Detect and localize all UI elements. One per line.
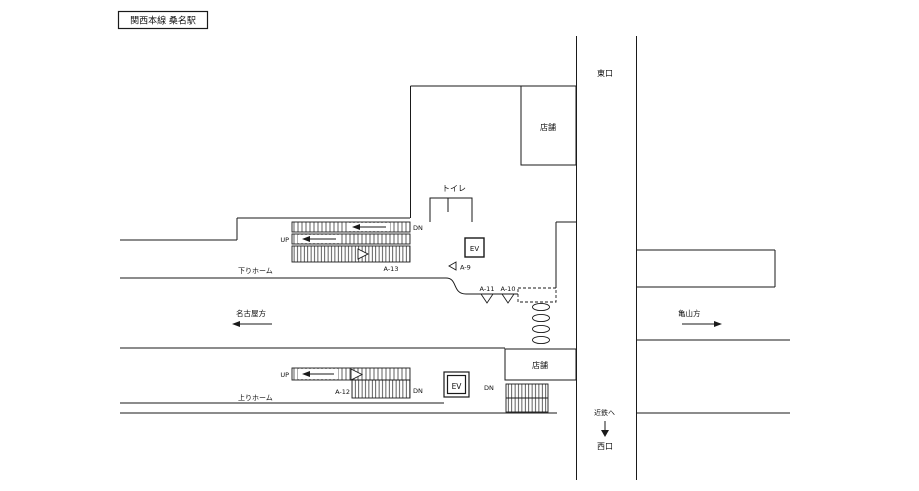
ticket-gate-icon bbox=[532, 302, 550, 312]
elevator-upper-label: EV bbox=[470, 245, 479, 253]
ad-label-a11: A-11 bbox=[480, 285, 495, 293]
ad-marker-a9-icon bbox=[448, 261, 457, 271]
escalator-lower-arrowhead-icon bbox=[302, 371, 310, 377]
stairs-lower-strip bbox=[351, 379, 411, 399]
ad-label-a9: A-9 bbox=[460, 264, 471, 272]
title-box bbox=[117, 10, 209, 30]
ticket-gate-icon bbox=[532, 324, 550, 334]
escalator-down-arrowhead-icon bbox=[352, 224, 360, 230]
ad-label-a13: A-13 bbox=[384, 265, 399, 273]
escalator-up-label: UP bbox=[280, 236, 289, 244]
shop-upper-label: 店舗 bbox=[540, 122, 556, 132]
to-kintetsu-label: 近鉄へ bbox=[594, 408, 615, 417]
title-block: 関西本線 桑名駅 bbox=[117, 10, 209, 30]
nagoya-direction-label: 名古屋方 bbox=[236, 308, 266, 318]
ad-marker-a12-icon bbox=[350, 368, 364, 381]
down-arrow-head-icon bbox=[601, 430, 609, 437]
ad-label-a12: A-12 bbox=[335, 388, 350, 396]
stairs-direction-marker-icon bbox=[357, 248, 370, 260]
escalator-dn-label: DN bbox=[413, 224, 423, 232]
toilet-label: トイレ bbox=[442, 184, 466, 193]
escalator-up-strip bbox=[291, 233, 411, 245]
concourse-boundary-line bbox=[120, 277, 518, 295]
ad-label-a10: A-10 bbox=[501, 285, 516, 293]
kameyama-arrowhead-icon bbox=[714, 321, 722, 327]
toilet-outline bbox=[429, 197, 473, 222]
track-directions: 名古屋方 亀山方 bbox=[232, 308, 722, 327]
ad-marker-a10-icon bbox=[501, 293, 515, 304]
ticket-gate-icon bbox=[532, 313, 550, 323]
station-title: 関西本線 桑名駅 bbox=[130, 15, 196, 27]
elevator-lower-box-outer bbox=[443, 371, 470, 398]
east-exit-label: 東口 bbox=[597, 68, 613, 78]
elevator-lower-box-inner bbox=[446, 374, 467, 395]
shop-lower-label: 店舗 bbox=[532, 360, 548, 370]
ticket-gate-icon bbox=[532, 335, 550, 345]
kameyama-direction-label: 亀山方 bbox=[678, 308, 701, 318]
shop-upper-box bbox=[520, 85, 577, 166]
up-platform: 上りホーム UP A-12 DN bbox=[120, 347, 557, 414]
stairs-upper-strip bbox=[291, 245, 411, 263]
escalator-lower-up-label: UP bbox=[280, 371, 289, 379]
upper-concourse: 店舗 トイレ EV A-9 A-11 A-10 bbox=[120, 85, 577, 345]
west-stairs-dn-label: DN bbox=[484, 384, 494, 392]
west-exit-label: 西口 bbox=[597, 442, 613, 451]
nagoya-arrowhead-icon bbox=[232, 321, 240, 327]
exit-corridor: 東口 近鉄へ 西口 bbox=[576, 36, 637, 480]
east-section bbox=[636, 249, 790, 414]
ad-marker-a11-icon bbox=[480, 293, 494, 304]
stairs-lower-dn-label: DN bbox=[413, 387, 423, 395]
down-platform: 下りホーム DN UP A-13 bbox=[120, 217, 423, 275]
up-platform-label: 上りホーム bbox=[238, 393, 273, 402]
escalator-up-arrowhead-icon bbox=[302, 236, 310, 242]
down-platform-label: 下りホーム bbox=[238, 267, 273, 275]
gate-area-dashed-boundary bbox=[517, 287, 557, 303]
lower-concourse: 店舗 EV DN bbox=[443, 348, 577, 413]
elevator-lower-label: EV bbox=[452, 382, 463, 391]
elevator-upper-box bbox=[464, 237, 485, 258]
shop-lower-box bbox=[504, 348, 577, 381]
